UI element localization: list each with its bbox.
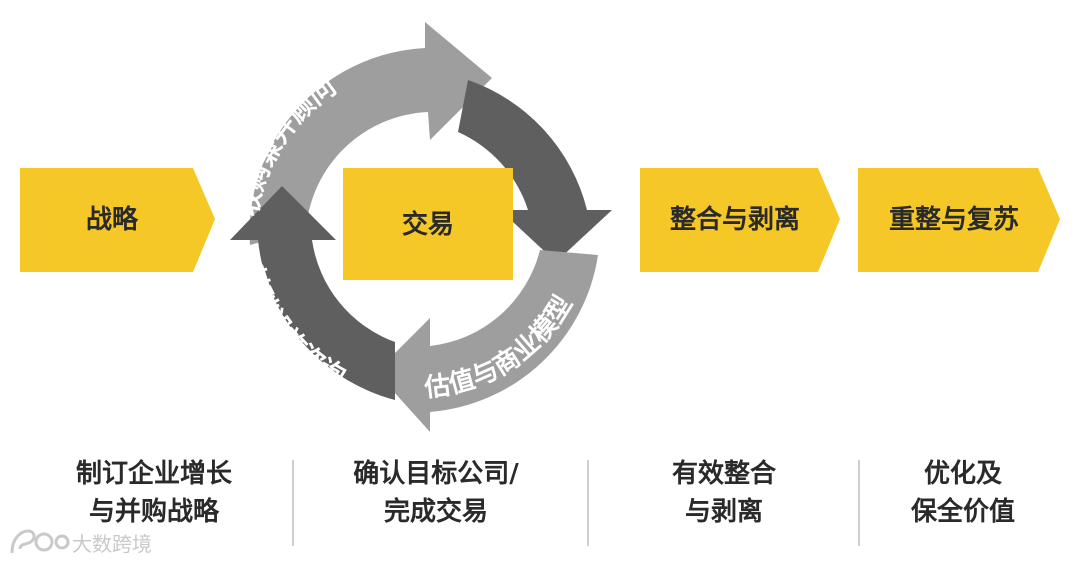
caption-integration-line2: 与剥离: [684, 497, 763, 527]
integration-chevron-shape: [640, 168, 840, 272]
watermark-text: 大数跨境: [72, 531, 152, 556]
caption-transaction: 确认目标公司/ 完成交易: [326, 455, 546, 531]
divider-2: [587, 460, 589, 546]
divider-1: [292, 460, 294, 546]
watermark: 大数跨境: [8, 524, 152, 560]
caption-integration-line1: 有效整合: [671, 459, 776, 489]
caption-restructuring: 优化及 保全价值: [853, 455, 1073, 531]
transaction-box: [343, 168, 513, 280]
acquisition-advisory-arrow: [249, 22, 492, 245]
brand-logo-icon: [10, 529, 70, 554]
restructuring-chevron-shape: [858, 168, 1060, 272]
caption-transaction-line2: 完成交易: [383, 497, 488, 527]
caption-integration: 有效整合 与剥离: [614, 455, 834, 531]
valuation-arrow: [376, 250, 598, 432]
strategy-label: 战略: [86, 204, 139, 235]
infrastructure-arrow: [230, 186, 395, 400]
cycle-diagram: 收购兼并顾问 尽职调查 估值与商业模型 基础设施咨询 交易: [230, 22, 612, 432]
restructuring-box: 重整与复苏: [858, 168, 1060, 272]
strategy-box: 战略: [20, 168, 215, 272]
restructuring-label: 重整与复苏: [889, 204, 1019, 235]
caption-restructuring-line1: 优化及: [923, 459, 1002, 489]
caption-restructuring-line2: 保全价值: [910, 497, 1015, 527]
caption-transaction-line1: 确认目标公司/: [353, 459, 519, 489]
integration-box: 整合与剥离: [640, 168, 840, 272]
integration-label: 整合与剥离: [670, 204, 800, 235]
caption-strategy-line1: 制订企业增长: [75, 459, 232, 489]
caption-strategy-line2: 与并购战略: [88, 497, 219, 527]
caption-strategy: 制订企业增长 与并购战略: [44, 455, 264, 531]
strategy-chevron-shape: [20, 168, 215, 272]
divider-3: [858, 460, 860, 546]
due-diligence-arrow: [458, 80, 612, 262]
transaction-label: 交易: [402, 209, 454, 240]
